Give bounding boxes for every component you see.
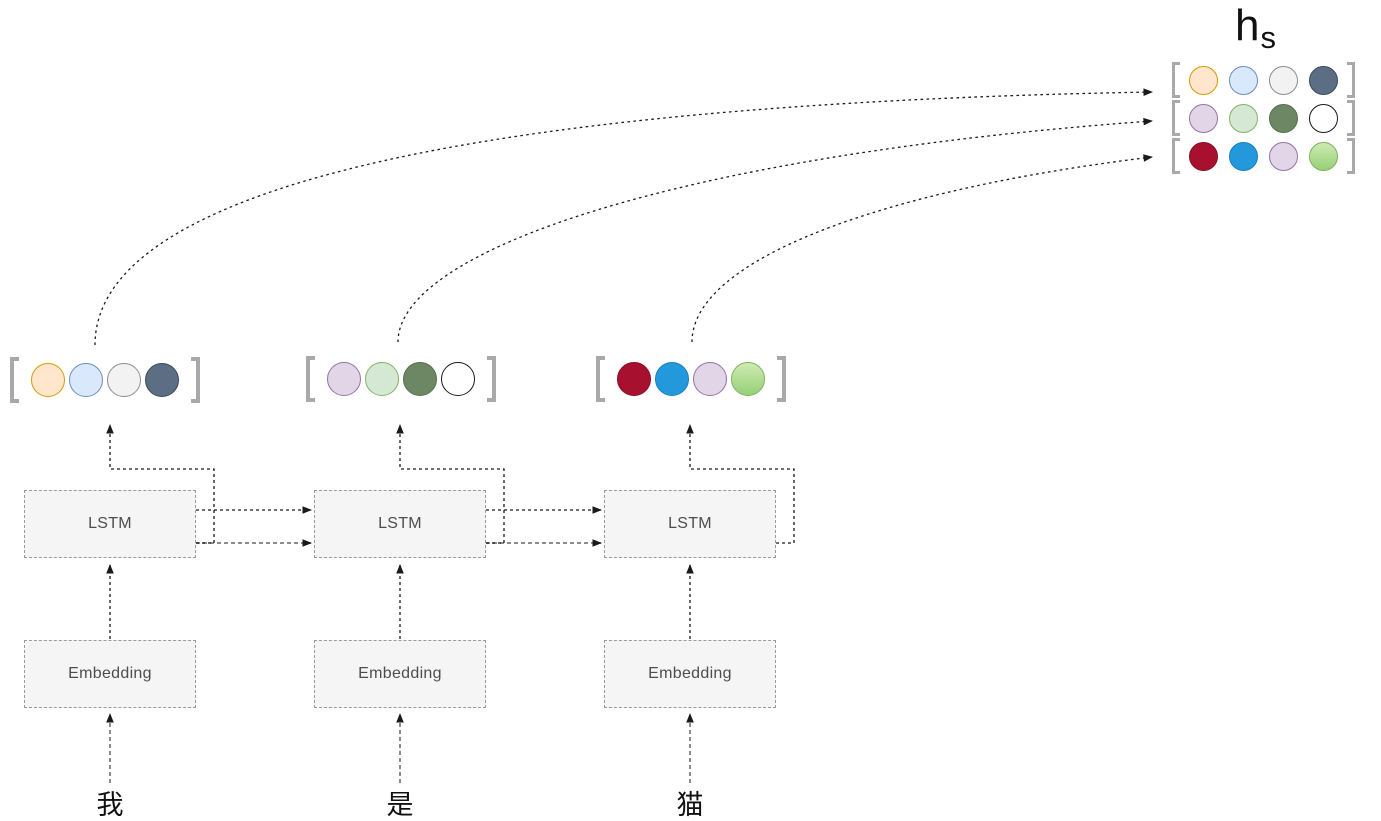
hs-matrix [1172, 62, 1355, 176]
cell-peach_orange [31, 363, 65, 397]
input-token-2: 是 [386, 790, 414, 820]
cell-olive_green [403, 362, 437, 396]
cell-fresh_green [731, 362, 765, 396]
cell-light_blue [69, 363, 103, 397]
left-bracket [1172, 138, 1180, 174]
cell-lavender [1189, 103, 1218, 133]
hs-matrix-title: hs [1195, 0, 1315, 56]
vector-2-cells [315, 356, 487, 402]
input-token-1: 我 [96, 790, 124, 820]
cell-crimson [1189, 141, 1218, 171]
cell-azure_blue [1229, 141, 1258, 171]
cell-olive_green [1269, 103, 1298, 133]
lstm-box-2: LSTM [314, 490, 486, 558]
arrow-lstm3-to-vector3 [686, 424, 795, 544]
cell-white [441, 362, 475, 396]
cell-lavender [1269, 141, 1298, 171]
cell-off_white [1269, 65, 1298, 95]
right-bracket [1347, 62, 1355, 98]
lstm-box-3: LSTM [604, 490, 776, 558]
hs-title-base: h [1235, 1, 1260, 50]
left-bracket [10, 357, 19, 403]
hidden-state-vector-2 [306, 356, 496, 402]
arrow-lstm1-to-vector1 [106, 424, 215, 544]
left-bracket [596, 356, 605, 402]
hs-matrix-row-1 [1172, 62, 1355, 98]
embedding-box-2: Embedding [314, 640, 486, 708]
right-bracket [191, 357, 200, 403]
cell-azure_blue [655, 362, 689, 396]
arrow-lstm2-to-vector2 [396, 424, 505, 544]
cell-pale_green [365, 362, 399, 396]
cell-off_white [107, 363, 141, 397]
cell-slate_blue [145, 363, 179, 397]
cell-lavender [327, 362, 361, 396]
vector-3-cells [605, 356, 777, 402]
arrow-vector2-to-matrix-row2 [397, 117, 1153, 343]
hs-title-subscript: s [1260, 20, 1276, 55]
cell-light_blue [1229, 65, 1258, 95]
cell-lavender [693, 362, 727, 396]
cell-white [1309, 103, 1338, 133]
matrix-row-3-cells [1180, 138, 1347, 174]
right-bracket [777, 356, 786, 402]
right-bracket [1347, 100, 1355, 136]
hidden-state-vector-1 [10, 357, 200, 403]
hs-matrix-row-3 [1172, 138, 1355, 174]
hidden-state-vector-3 [596, 356, 786, 402]
right-bracket [487, 356, 496, 402]
cell-crimson [617, 362, 651, 396]
vector-1-cells [19, 357, 191, 403]
input-token-3: 猫 [676, 790, 704, 820]
embedding-box-1: Embedding [24, 640, 196, 708]
matrix-row-1-cells [1180, 62, 1347, 98]
left-bracket [1172, 62, 1180, 98]
matrix-row-2-cells [1180, 100, 1347, 136]
arrow-vector3-to-matrix-row3 [691, 154, 1153, 343]
embedding-box-3: Embedding [604, 640, 776, 708]
left-bracket [1172, 100, 1180, 136]
cell-fresh_green [1309, 141, 1338, 171]
left-bracket [306, 356, 315, 402]
right-bracket [1347, 138, 1355, 174]
cell-peach_orange [1189, 65, 1218, 95]
cell-pale_green [1229, 103, 1258, 133]
cell-slate_blue [1309, 65, 1338, 95]
arrow-vector1-to-matrix-row1 [94, 88, 1153, 346]
hs-matrix-row-2 [1172, 100, 1355, 136]
lstm-box-1: LSTM [24, 490, 196, 558]
